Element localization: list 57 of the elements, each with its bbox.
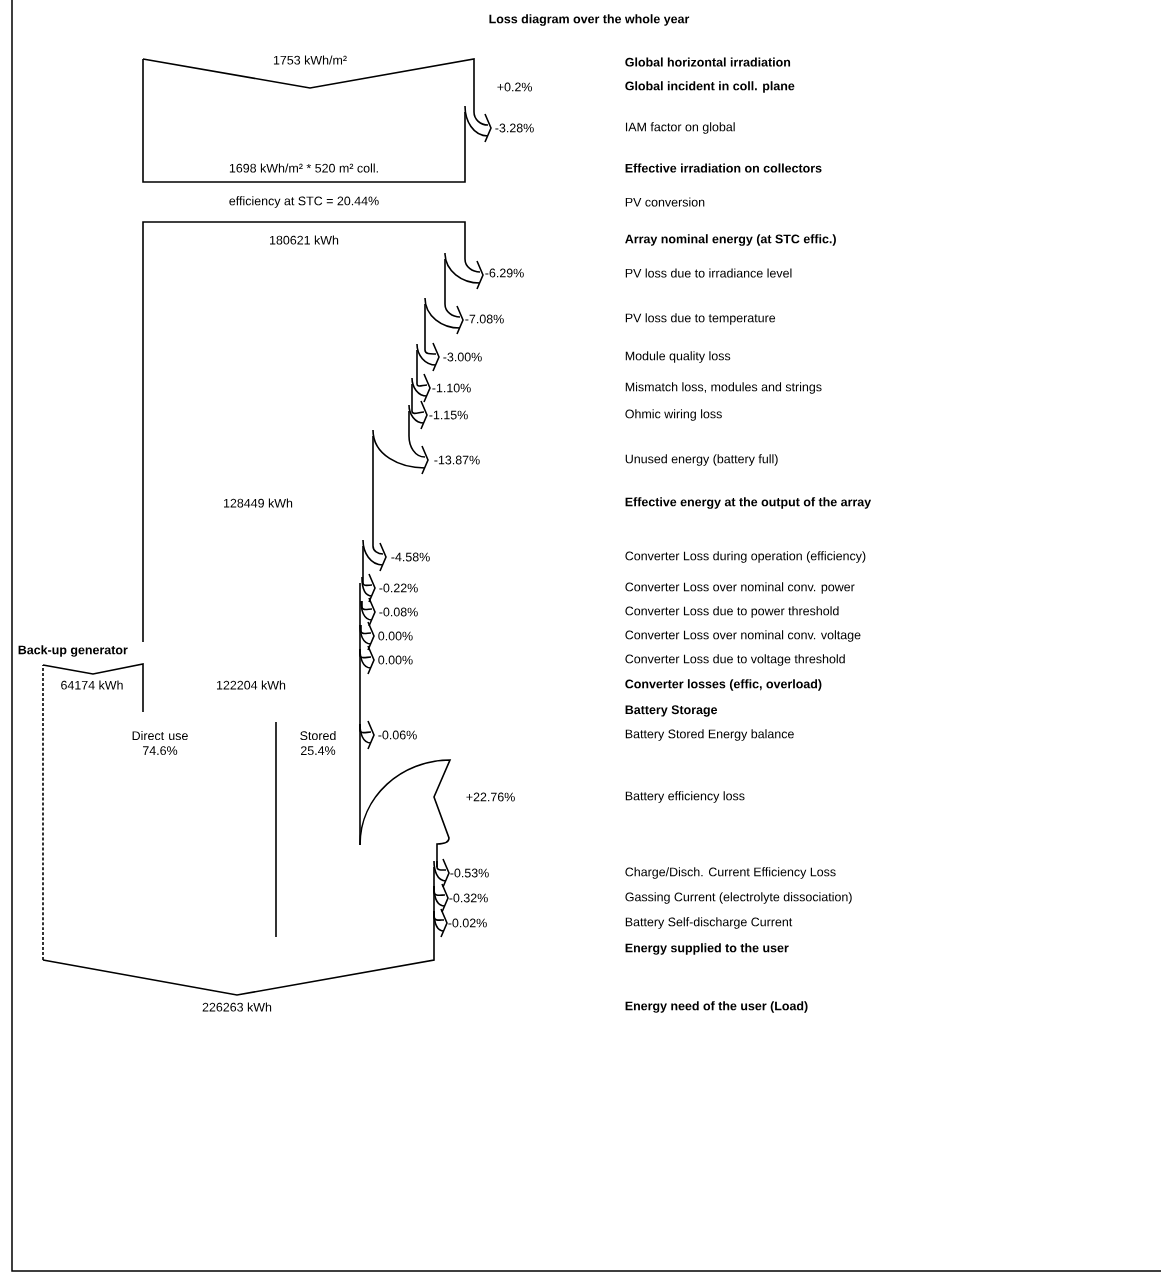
percent-value: 0.00% bbox=[378, 631, 413, 641]
step-label: Charge/Disch. Current Efficiency Loss bbox=[625, 867, 836, 879]
step-label: Converter losses (effic, overload) bbox=[625, 679, 822, 691]
percent-value: -1.15% bbox=[429, 410, 468, 420]
step-label: Battery Stored Energy balance bbox=[625, 729, 794, 741]
step-label: Global incident in coll. plane bbox=[625, 81, 795, 93]
step-label: Converter Loss during operation (efficiency) bbox=[625, 551, 866, 563]
percent-value: -13.87% bbox=[434, 455, 480, 465]
percent-value: -0.06% bbox=[378, 730, 417, 740]
percent-value: -3.00% bbox=[443, 352, 482, 362]
step-label: Ohmic wiring loss bbox=[625, 409, 722, 421]
flow-value: Direct use 74.6% bbox=[132, 730, 188, 756]
step-label: PV conversion bbox=[625, 197, 705, 207]
flow-value: 122204 kWh bbox=[217, 680, 286, 690]
step-label: Energy supplied to the user bbox=[625, 943, 789, 955]
step-label: IAM factor on global bbox=[625, 122, 735, 134]
percent-value: -0.22% bbox=[379, 583, 418, 593]
step-label: Mismatch loss, modules and strings bbox=[625, 382, 822, 394]
step-label: Global horizontal irradiation bbox=[625, 57, 791, 67]
percent-value: -3.28% bbox=[495, 123, 534, 133]
flow-value: 1753 kWh/m² bbox=[273, 55, 347, 65]
flow-value: 180621 kWh bbox=[270, 235, 339, 245]
flow-heading: Back-up generator bbox=[18, 645, 128, 657]
step-label: Unused energy (battery full) bbox=[625, 454, 778, 466]
percent-value: -7.08% bbox=[465, 314, 504, 324]
flow-value: 226263 kWh bbox=[202, 1002, 272, 1012]
step-label: Battery Storage bbox=[625, 705, 718, 717]
flow-value: 64174 kWh bbox=[61, 680, 123, 690]
percent-value: -0.53% bbox=[450, 868, 489, 878]
percent-value: +0.2% bbox=[497, 82, 532, 92]
percent-value: +22.76% bbox=[466, 792, 515, 802]
step-label: Effective irradiation on collectors bbox=[625, 163, 822, 173]
percent-value: -0.02% bbox=[448, 918, 487, 928]
step-label: Effective energy at the output of the array bbox=[625, 497, 872, 509]
percent-value: -4.58% bbox=[391, 552, 430, 562]
flow-value: 1698 kWh/m² * 520 m² coll. bbox=[229, 163, 378, 173]
step-label: Converter Loss due to power threshold bbox=[625, 606, 839, 618]
step-label: Converter Loss due to voltage threshold bbox=[625, 654, 845, 666]
percent-value: -0.08% bbox=[379, 607, 418, 617]
step-label: Gassing Current (electrolyte dissociation) bbox=[625, 892, 852, 904]
percent-value: -0.32% bbox=[449, 893, 488, 903]
step-label: PV loss due to irradiance level bbox=[625, 268, 792, 278]
step-label: Energy need of the user (Load) bbox=[625, 1001, 808, 1013]
percent-value: -6.29% bbox=[485, 268, 524, 278]
percent-value: 0.00% bbox=[378, 655, 413, 665]
step-label: Array nominal energy (at STC effic.) bbox=[625, 234, 836, 246]
diagram-title: Loss diagram over the whole year bbox=[489, 14, 690, 26]
flow-value: 128449 kWh bbox=[224, 498, 293, 508]
step-label: PV loss due to temperature bbox=[625, 313, 776, 325]
step-label: Battery efficiency loss bbox=[625, 791, 745, 803]
flow-value: efficiency at STC = 20.44% bbox=[229, 196, 379, 208]
step-label: Module quality loss bbox=[625, 351, 731, 363]
step-label: Battery Self-discharge Current bbox=[625, 917, 793, 929]
step-label: Converter Loss over nominal conv. power bbox=[625, 582, 855, 594]
step-label: Converter Loss over nominal conv. voltage bbox=[625, 630, 861, 642]
flow-value: Stored 25.4% bbox=[300, 730, 336, 756]
percent-value: -1.10% bbox=[432, 383, 471, 393]
